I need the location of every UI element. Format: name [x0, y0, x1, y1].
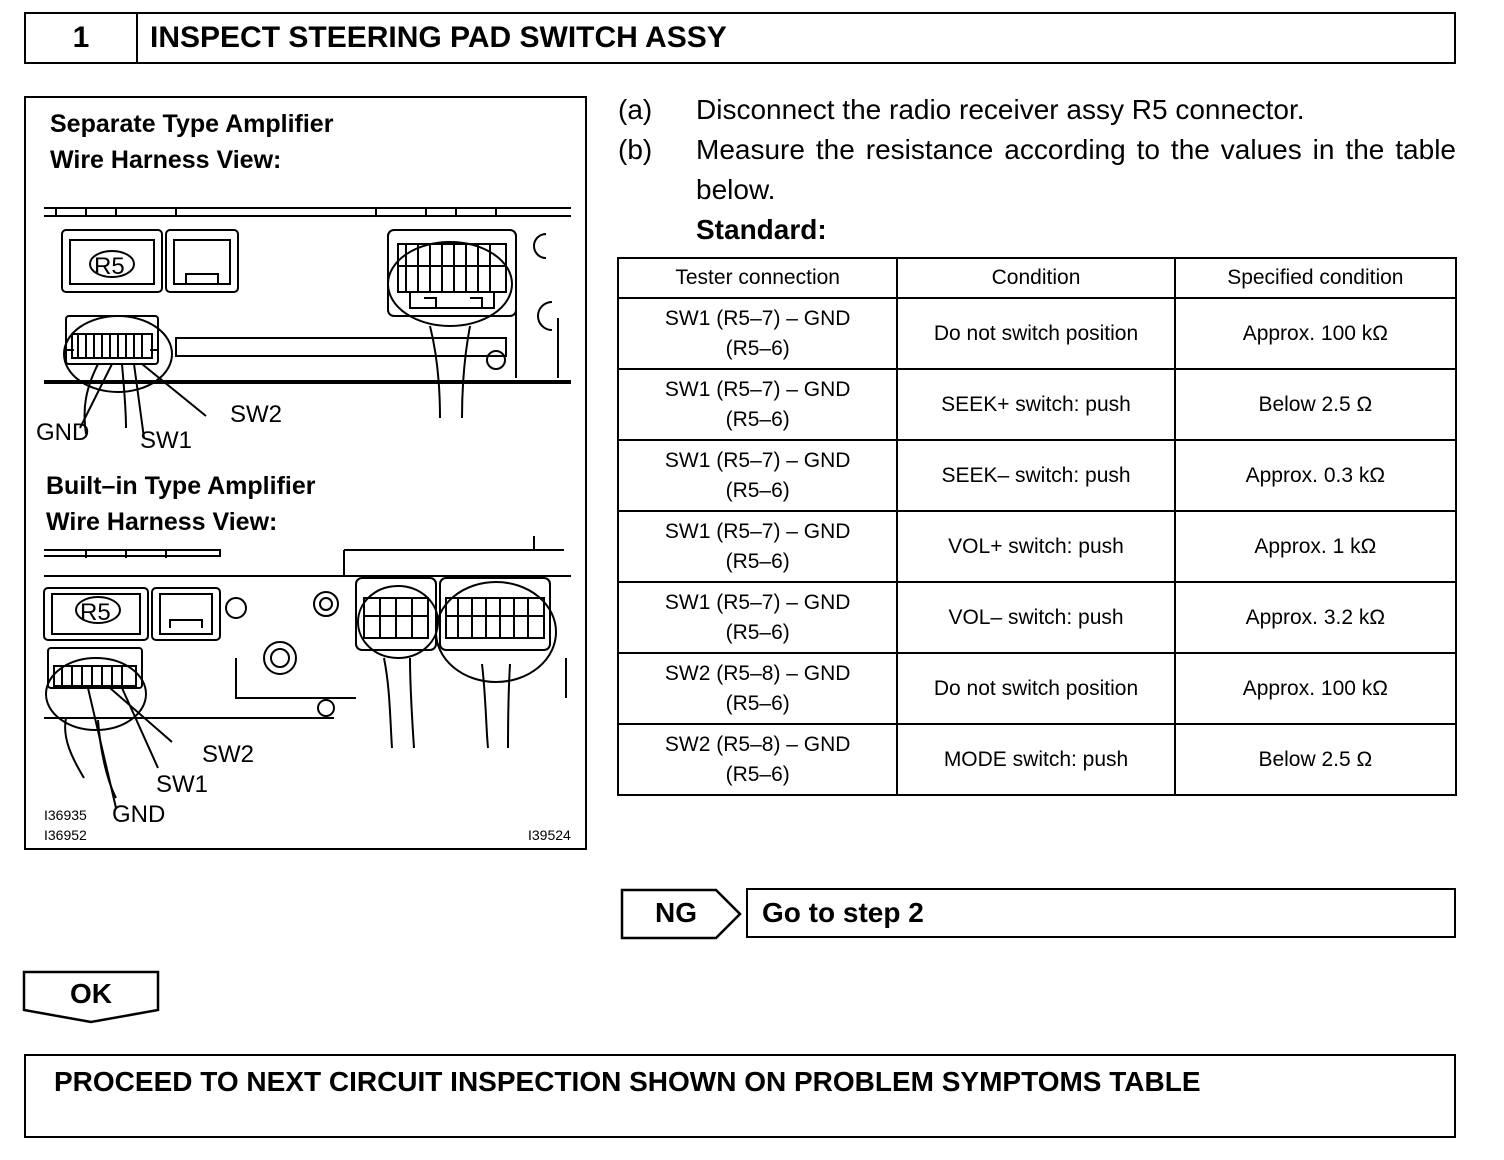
specified-condition-cell: Approx. 3.2 kΩ [1173, 581, 1458, 654]
specified-condition-cell: Approx. 100 kΩ [1173, 652, 1458, 725]
table-row: SW1 (R5–7) – GND(R5–6) Do not switch pos… [616, 297, 1458, 370]
wire-harness-figure: Separate Type Amplifier Wire Harness Vie… [24, 96, 587, 850]
table-row: SW2 (R5–8) – GND(R5–6) Do not switch pos… [616, 652, 1458, 725]
step-a-label: (a) [618, 94, 653, 125]
sw1-label-bottom: SW1 [156, 771, 208, 798]
gnd-label-bottom: GND [112, 801, 165, 828]
table-row: SW1 (R5–7) – GND(R5–6) SEEK– switch: pus… [616, 439, 1458, 512]
ng-label: NG [655, 897, 697, 928]
condition-cell: SEEK– switch: push [896, 439, 1176, 512]
sw2-label-bottom: SW2 [202, 741, 254, 768]
separate-title-line1: Separate Type Amplifier [50, 110, 334, 138]
condition-cell: Do not switch position [896, 297, 1176, 370]
condition-cell: Do not switch position [896, 652, 1176, 725]
specified-condition-cell: Below 2.5 Ω [1173, 368, 1458, 441]
specified-condition-cell: Approx. 0.3 kΩ [1173, 439, 1458, 512]
tester-connection-cell: SW1 (R5–7) – GND(R5–6) [616, 297, 899, 370]
ok-arrow-icon [22, 970, 160, 1024]
figure-code-1: I36935 [44, 807, 87, 823]
header-tester-connection: Tester connection [616, 257, 899, 299]
condition-cell: VOL– switch: push [896, 581, 1176, 654]
figure-code-2: I36952 [44, 827, 87, 843]
step-a-text: Disconnect the radio receiver assy R5 co… [696, 94, 1305, 125]
step-b-text: Measure the resistance according to the … [696, 134, 1456, 205]
resistance-table: Tester connection Condition Specified co… [616, 257, 1458, 796]
figure-code-3: I39524 [528, 827, 571, 843]
condition-cell: SEEK+ switch: push [896, 368, 1176, 441]
specified-condition-cell: Approx. 100 kΩ [1173, 297, 1458, 370]
sw1-label-top: SW1 [140, 427, 192, 454]
step-a: (a) Disconnect the radio receiver assy R… [618, 90, 1456, 130]
proceed-instruction: PROCEED TO NEXT CIRCUIT INSPECTION SHOWN… [24, 1054, 1456, 1138]
builtin-title-line1: Built–in Type Amplifier [46, 472, 316, 500]
condition-cell: VOL+ switch: push [896, 510, 1176, 583]
table-row: SW1 (R5–7) – GND(R5–6) SEEK+ switch: pus… [616, 368, 1458, 441]
step-b: (b) Measure the resistance according to … [618, 130, 1456, 210]
gnd-label-top: GND [36, 419, 89, 446]
table-header-row: Tester connection Condition Specified co… [616, 257, 1458, 299]
tester-connection-cell: SW1 (R5–7) – GND(R5–6) [616, 581, 899, 654]
step-title: INSPECT STEERING PAD SWITCH ASSY [136, 12, 1456, 64]
step-b-label: (b) [618, 134, 653, 165]
sw2-label-top: SW2 [230, 401, 282, 428]
table-row: SW1 (R5–7) – GND(R5–6) VOL– switch: push… [616, 581, 1458, 654]
header-condition: Condition [896, 257, 1176, 299]
builtin-title-line2: Wire Harness View: [46, 508, 277, 536]
builtin-type-drawing: R5 [43, 536, 571, 828]
tester-connection-cell: SW1 (R5–7) – GND(R5–6) [616, 510, 899, 583]
ng-arrow-icon [620, 888, 742, 940]
separate-type-drawing: R5 GN [36, 207, 571, 454]
table-row: SW1 (R5–7) – GND(R5–6) VOL+ switch: push… [616, 510, 1458, 583]
r5-label-bottom: R5 [80, 599, 111, 626]
r5-label-top: R5 [94, 253, 125, 280]
tester-connection-cell: SW2 (R5–8) – GND(R5–6) [616, 652, 899, 725]
ng-action: Go to step 2 [746, 888, 1456, 938]
standard-label: Standard: [696, 214, 827, 245]
specified-condition-cell: Approx. 1 kΩ [1173, 510, 1458, 583]
specified-condition-cell: Below 2.5 Ω [1173, 723, 1458, 796]
step-number: 1 [24, 12, 138, 64]
separate-title-line2: Wire Harness View: [50, 146, 281, 174]
header-specified-condition: Specified condition [1173, 257, 1458, 299]
ok-label: OK [70, 978, 112, 1009]
condition-cell: MODE switch: push [896, 723, 1176, 796]
procedure-steps: (a) Disconnect the radio receiver assy R… [618, 90, 1456, 250]
tester-connection-cell: SW1 (R5–7) – GND(R5–6) [616, 439, 899, 512]
table-row: SW2 (R5–8) – GND(R5–6) MODE switch: push… [616, 723, 1458, 796]
wire-harness-drawing: Separate Type Amplifier Wire Harness Vie… [36, 110, 571, 843]
tester-connection-cell: SW1 (R5–7) – GND(R5–6) [616, 368, 899, 441]
tester-connection-cell: SW2 (R5–8) – GND(R5–6) [616, 723, 899, 796]
